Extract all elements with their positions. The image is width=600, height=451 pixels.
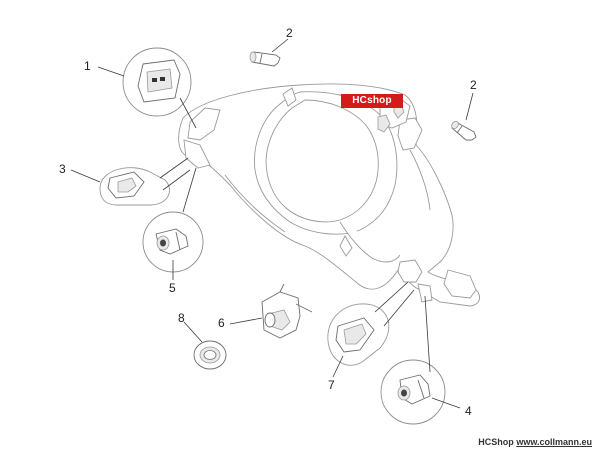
callout-7: 7 — [328, 378, 335, 392]
leader-4 — [431, 397, 461, 409]
callout-8: 8 — [178, 311, 185, 325]
callout-4: 4 — [465, 404, 472, 418]
part-4-socket — [380, 295, 446, 425]
part-6-holder — [261, 283, 313, 339]
callout-2-top: 2 — [286, 26, 293, 40]
part-7-cap — [327, 281, 415, 366]
part-2-bulb-upper — [249, 51, 281, 67]
leader-8 — [183, 321, 203, 343]
callout-5: 5 — [169, 281, 176, 295]
callout-2-right: 2 — [470, 78, 477, 92]
footer-credit: HCShop www.collmann.eu — [478, 437, 592, 447]
leader-7 — [332, 355, 344, 378]
callout-1: 1 — [84, 59, 91, 73]
footer-brand: HCShop — [478, 437, 514, 447]
part-3-switch-cap — [99, 157, 191, 206]
footer-url[interactable]: www.collmann.eu — [516, 437, 592, 447]
leader-2b — [465, 92, 474, 121]
part-2-bulb-right — [451, 120, 477, 141]
handlebar-cover — [178, 83, 481, 307]
part-8-ring — [193, 340, 227, 370]
leader-6 — [229, 317, 263, 325]
leader-3 — [70, 169, 101, 183]
callout-3: 3 — [59, 162, 66, 176]
part-5-socket — [142, 167, 204, 273]
part-1-switch-detail — [122, 47, 197, 129]
callout-6: 6 — [218, 316, 225, 330]
leader-1 — [97, 66, 125, 77]
leader-2a — [271, 38, 289, 53]
hcshop-logo: HCshop — [341, 94, 403, 108]
